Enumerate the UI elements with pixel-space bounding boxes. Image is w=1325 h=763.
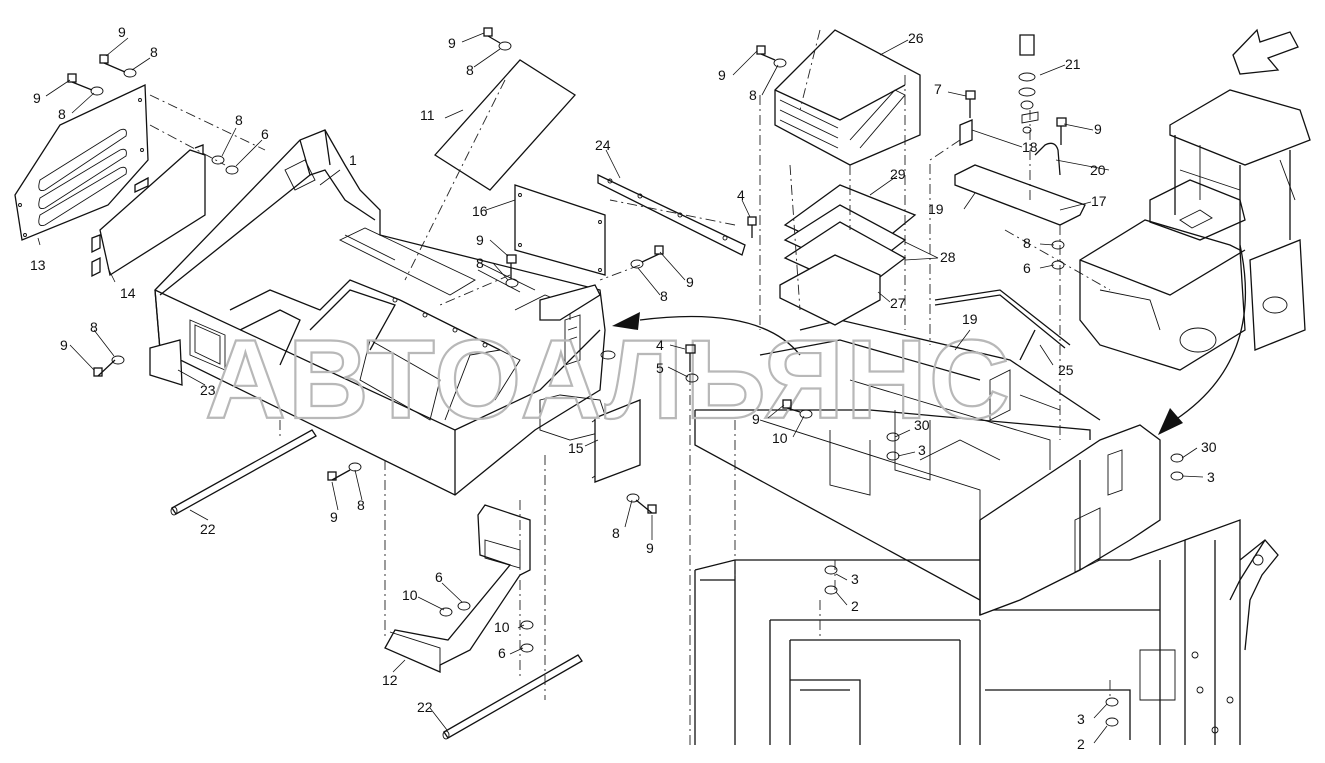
callout-6: 6 (1023, 260, 1031, 276)
bracket-strip-24 (597, 173, 746, 256)
curved-arrow-right (1158, 244, 1247, 435)
callout-21: 21 (1065, 56, 1081, 72)
callout-17: 17 (1091, 193, 1107, 209)
callout-8: 8 (58, 106, 66, 122)
callout-8: 8 (660, 288, 668, 304)
callout-2: 2 (1077, 736, 1085, 752)
direction-arrow-icon (1232, 28, 1299, 75)
machine-overview-sketch (1079, 89, 1311, 371)
callout-27: 27 (890, 295, 906, 311)
callout-9: 9 (60, 337, 68, 353)
callout-24: 24 (595, 137, 611, 153)
callout-4: 4 (656, 337, 664, 353)
cover-plate-15 (591, 399, 641, 483)
callout-6: 6 (498, 645, 506, 661)
cover-plate-23 (149, 339, 183, 386)
callout-13: 13 (30, 257, 46, 273)
callout-10: 10 (772, 430, 788, 446)
callout-15: 15 (568, 440, 584, 456)
callout-18: 18 (1022, 139, 1038, 155)
handle-20 (1034, 142, 1061, 176)
callout-25: 25 (1058, 362, 1074, 378)
callout-8: 8 (235, 112, 243, 128)
callout-8: 8 (466, 62, 474, 78)
callout-28: 28 (940, 249, 956, 265)
callout-6: 6 (261, 126, 269, 142)
callout-3: 3 (918, 442, 926, 458)
callout-8: 8 (357, 497, 365, 513)
callout-2: 2 (851, 598, 859, 614)
callout-9: 9 (1094, 121, 1102, 137)
callout-20: 20 (1090, 162, 1106, 178)
callout-9: 9 (33, 90, 41, 106)
callout-9: 9 (686, 274, 694, 290)
callout-30: 30 (914, 417, 930, 433)
watermark-text: АВТОАЛЬЯНС (205, 317, 1012, 442)
callout-9: 9 (718, 67, 726, 83)
callout-19: 19 (928, 201, 944, 217)
plate-17 (954, 164, 1086, 226)
main-housing-part (154, 129, 616, 496)
side-panel-13 (14, 83, 149, 241)
callout-9: 9 (448, 35, 456, 51)
callout-6: 6 (435, 569, 443, 585)
callout-5: 5 (656, 360, 664, 376)
callout-8: 8 (612, 525, 620, 541)
rod-22-upper (170, 429, 317, 516)
callout-3: 3 (851, 571, 859, 587)
latch-assembly-21 (1018, 34, 1039, 134)
clip-18 (959, 119, 973, 146)
callout-numbers: 9 8 9 8 8 6 1 13 14 9 8 11 24 16 4 9 8 8… (30, 24, 1217, 752)
callout-22: 22 (200, 521, 216, 537)
callout-9: 9 (646, 540, 654, 556)
callout-14: 14 (120, 285, 136, 301)
cover-plate-11 (434, 59, 576, 191)
side-panel-14 (91, 144, 206, 278)
callout-9: 9 (752, 411, 760, 427)
callout-9: 9 (476, 232, 484, 248)
curved-arrow-left (612, 312, 801, 356)
callout-22: 22 (417, 699, 433, 715)
callout-23: 23 (200, 382, 216, 398)
callout-19: 19 (962, 311, 978, 327)
rod-25 (934, 289, 1071, 361)
callout-12: 12 (382, 672, 398, 688)
fastener-hardware (67, 27, 1184, 727)
callout-9: 9 (330, 509, 338, 525)
callout-8: 8 (150, 44, 158, 60)
cover-plate-16 (514, 184, 606, 276)
callout-leaders (37, 32, 1204, 744)
callout-8: 8 (1023, 235, 1031, 251)
callout-8: 8 (749, 87, 757, 103)
mat-27 (779, 254, 881, 326)
callout-10: 10 (494, 619, 510, 635)
callout-16: 16 (472, 203, 488, 219)
callout-26: 26 (908, 30, 924, 46)
callout-30: 30 (1201, 439, 1217, 455)
callout-4: 4 (737, 187, 745, 203)
callout-7: 7 (934, 81, 942, 97)
callout-9: 9 (118, 24, 126, 40)
rod-22-lower (442, 654, 583, 740)
callout-10: 10 (402, 587, 418, 603)
assembly-lines (149, 29, 1111, 745)
callout-3: 3 (1207, 469, 1215, 485)
callout-3: 3 (1077, 711, 1085, 727)
callout-8: 8 (90, 319, 98, 335)
cover-26 (774, 29, 921, 166)
callout-1: 1 (349, 152, 357, 168)
callout-29: 29 (890, 166, 906, 182)
callout-8: 8 (476, 255, 484, 271)
callout-11: 11 (420, 107, 435, 123)
installed-housing (694, 319, 1161, 616)
